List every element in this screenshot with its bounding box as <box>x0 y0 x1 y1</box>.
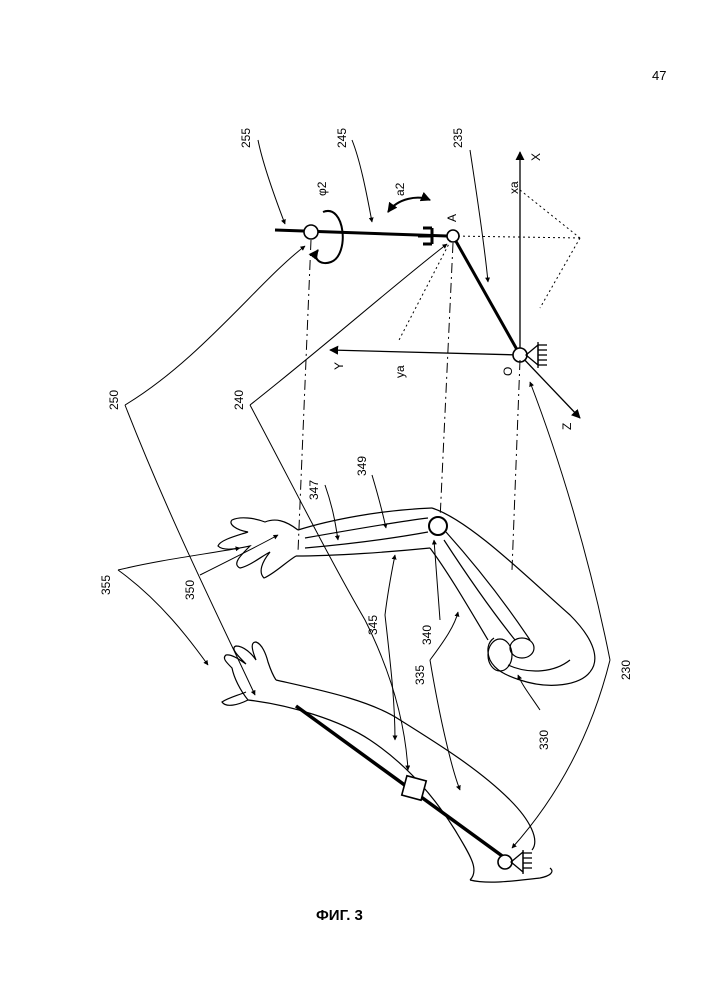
shoulder-ground-icon <box>511 850 532 874</box>
ref-347: 347 <box>307 480 321 500</box>
ref-255: 255 <box>239 128 253 148</box>
arm-sensor-box <box>402 776 426 800</box>
label-xa: xa <box>507 181 521 194</box>
shin-outline-b <box>296 548 430 556</box>
label-x-axis: X <box>529 153 543 161</box>
ref-350: 350 <box>183 580 197 600</box>
knee-joint <box>429 517 447 535</box>
ref-245: 245 <box>335 128 349 148</box>
ref-349: 349 <box>355 456 369 476</box>
arm-figure <box>222 642 552 882</box>
gripper-icon <box>418 228 432 244</box>
label-a2: a2 <box>393 182 407 196</box>
hip-bone-2 <box>510 638 534 658</box>
arm-outline-b <box>248 700 474 880</box>
femur <box>446 532 530 640</box>
ref-240: 240 <box>232 390 246 410</box>
ref-345: 345 <box>366 615 380 635</box>
label-ya: ya <box>393 365 407 378</box>
ref-250: 250 <box>107 390 121 410</box>
joint-a <box>447 230 459 242</box>
ref-335: 335 <box>413 665 427 685</box>
figure-caption: ФИГ. 3 <box>316 907 363 924</box>
leg-figure <box>218 508 595 685</box>
label-y-axis: Y <box>332 362 346 370</box>
ref-330: 330 <box>537 730 551 750</box>
arm-outline-a <box>276 680 535 850</box>
a2-rotation-icon <box>388 198 430 212</box>
ref-340: 340 <box>420 625 434 645</box>
label-origin-o: O <box>501 367 515 376</box>
joint-o <box>513 348 527 362</box>
y-axis <box>330 350 520 355</box>
z-axis <box>520 355 580 418</box>
arm-link <box>296 706 505 858</box>
pelvis-detail <box>508 660 570 671</box>
hip-bone <box>488 639 512 671</box>
shoulder-outline <box>470 868 552 882</box>
shoulder-joint <box>498 855 512 869</box>
joint-255 <box>304 225 318 239</box>
pelvis-outline <box>488 638 590 685</box>
label-point-a: A <box>445 214 459 222</box>
page-number: 47 <box>652 68 666 83</box>
foot-outline <box>218 518 298 578</box>
ref-235: 235 <box>451 128 465 148</box>
label-phi2: φ2 <box>315 181 329 196</box>
ref-355: 355 <box>99 575 113 595</box>
projection-lines <box>398 190 580 342</box>
ref-230: 230 <box>619 660 633 680</box>
hand-outline <box>224 642 276 700</box>
link-oa <box>453 236 520 355</box>
phi2-rotation-icon <box>316 211 343 263</box>
shin-outline-a <box>298 508 432 530</box>
thigh-outline-a <box>432 508 595 672</box>
label-z-axis: Z <box>560 423 574 430</box>
